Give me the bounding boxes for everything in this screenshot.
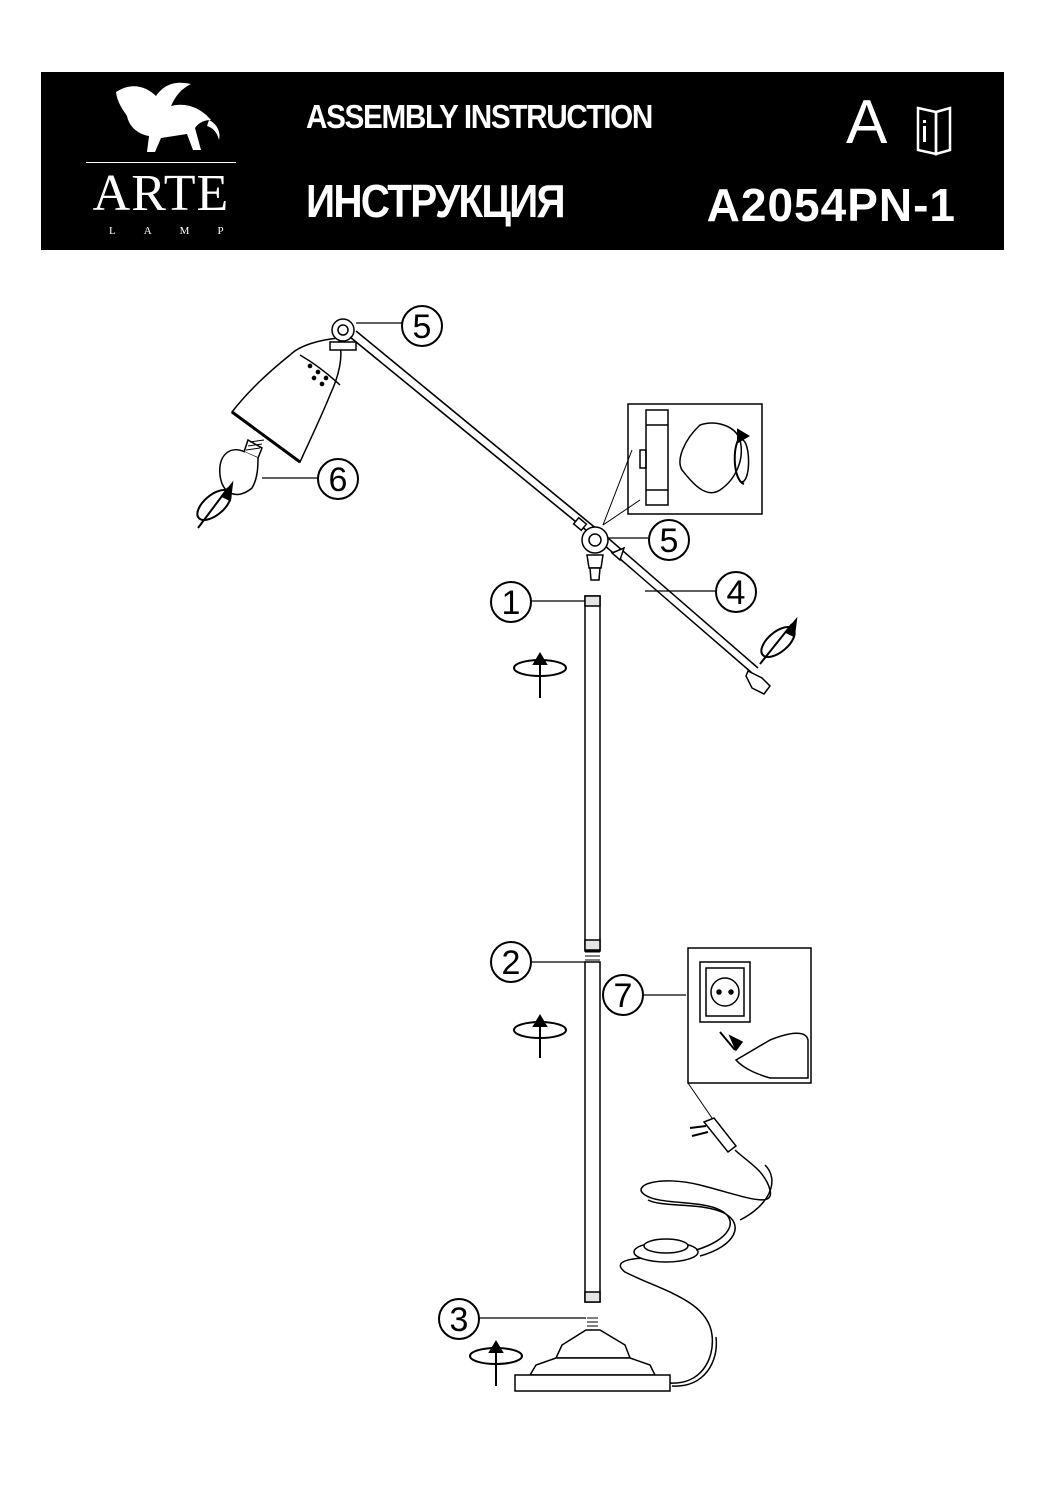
lamp-base <box>514 1329 671 1392</box>
callout-5-middle: 5 <box>648 519 690 561</box>
leader-lines <box>262 322 715 1319</box>
callout-1: 1 <box>490 581 532 623</box>
rotate-arrow-icon <box>513 1014 567 1058</box>
energy-grade: A <box>846 88 888 157</box>
power-cable <box>619 1117 773 1387</box>
callout-6: 6 <box>317 458 359 500</box>
rotate-arrow-icon <box>759 616 798 665</box>
brand-logo: ARTE LAMP <box>81 80 241 245</box>
logo-divider <box>86 162 236 163</box>
rotate-arrow-icon <box>196 480 234 529</box>
lamp-pole <box>584 595 601 1327</box>
manual-info-icon <box>916 106 952 156</box>
title-english: ASSEMBLY INSTRUCTION <box>306 98 653 135</box>
rotate-arrow-icon <box>513 652 567 698</box>
brand-subtitle: LAMP <box>109 225 252 237</box>
rotate-arrow-icon <box>469 1340 523 1386</box>
header-bar: ARTE LAMP ASSEMBLY INSTRUCTION ИНСТРУКЦИ… <box>41 72 1004 250</box>
callout-4: 4 <box>715 571 757 613</box>
lamp-shade <box>230 337 342 464</box>
rotation-arrows <box>196 428 798 1386</box>
joint-top <box>329 318 357 351</box>
lamp-arm <box>349 330 771 695</box>
rotate-arrow-icon <box>733 428 750 485</box>
title-russian: ИНСТРУКЦИЯ <box>306 175 566 227</box>
callout-2: 2 <box>490 941 532 983</box>
inset-socket-detail <box>687 947 812 1119</box>
callout-7: 7 <box>602 974 644 1016</box>
light-bulb <box>219 438 265 496</box>
callout-3: 3 <box>438 1298 480 1340</box>
brand-name: ARTE <box>92 165 230 222</box>
griffin-logo-icon <box>116 82 220 152</box>
model-number: A2054PN-1 <box>706 179 956 231</box>
joint-middle <box>581 526 609 581</box>
inset-knob-detail <box>602 403 763 526</box>
callout-5-top: 5 <box>401 305 443 347</box>
